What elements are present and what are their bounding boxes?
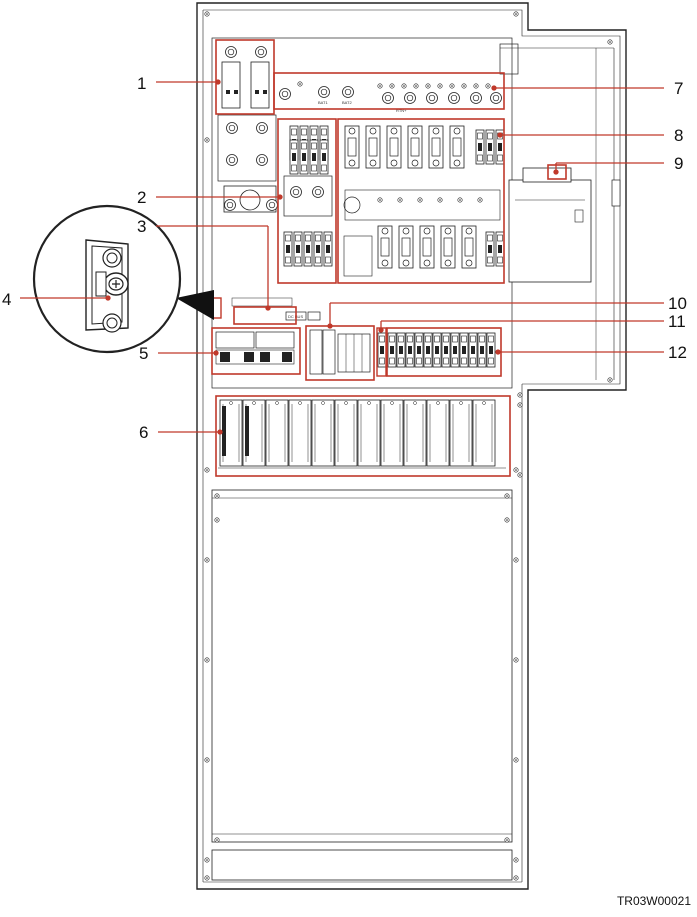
- callout-numbers: 1 2 3 4 5 6 7 8 9 10 11 12: [2, 74, 687, 442]
- callout-8: 8: [674, 126, 683, 145]
- callout-12: 12: [668, 343, 687, 362]
- callout-1: 1: [137, 74, 146, 93]
- highlight-box-10: [305, 325, 375, 381]
- callout-9: 9: [674, 154, 683, 173]
- bat1-label: BAT1: [318, 100, 328, 105]
- rtn-label: RTN+: [396, 108, 407, 113]
- callout-4: 4: [2, 290, 11, 309]
- battery-busbar: BAT1 BAT2 RTN+: [279, 81, 502, 113]
- callout-6: 6: [139, 423, 148, 442]
- battery-switches: [217, 46, 278, 213]
- ac-input-breakers: [215, 331, 295, 365]
- highlight-box-9: [547, 164, 567, 180]
- highlight-box-3: [233, 306, 297, 325]
- highlight-box-5: [211, 327, 301, 375]
- highlight-box-6: [215, 395, 511, 477]
- highlight-box-2: [277, 118, 337, 284]
- grounding-inset: [32, 204, 214, 354]
- bat2-label: BAT2: [342, 100, 352, 105]
- callout-3: 3: [137, 217, 146, 236]
- highlight-box-8: [337, 118, 505, 284]
- rectifier-rack: [218, 399, 506, 469]
- spd-block: [309, 329, 371, 375]
- contactor-block: [343, 125, 505, 277]
- callout-7: 7: [674, 79, 683, 98]
- load-breakers: [283, 125, 333, 267]
- figure-id: TR03W00021: [616, 894, 691, 908]
- leader-lines: [20, 79, 664, 435]
- control-unit: [508, 167, 592, 283]
- highlight-box-7: [273, 72, 505, 110]
- callout-2: 2: [137, 188, 146, 207]
- callout-5: 5: [139, 344, 148, 363]
- callout-11: 11: [668, 312, 686, 331]
- callout-10: 10: [668, 294, 687, 313]
